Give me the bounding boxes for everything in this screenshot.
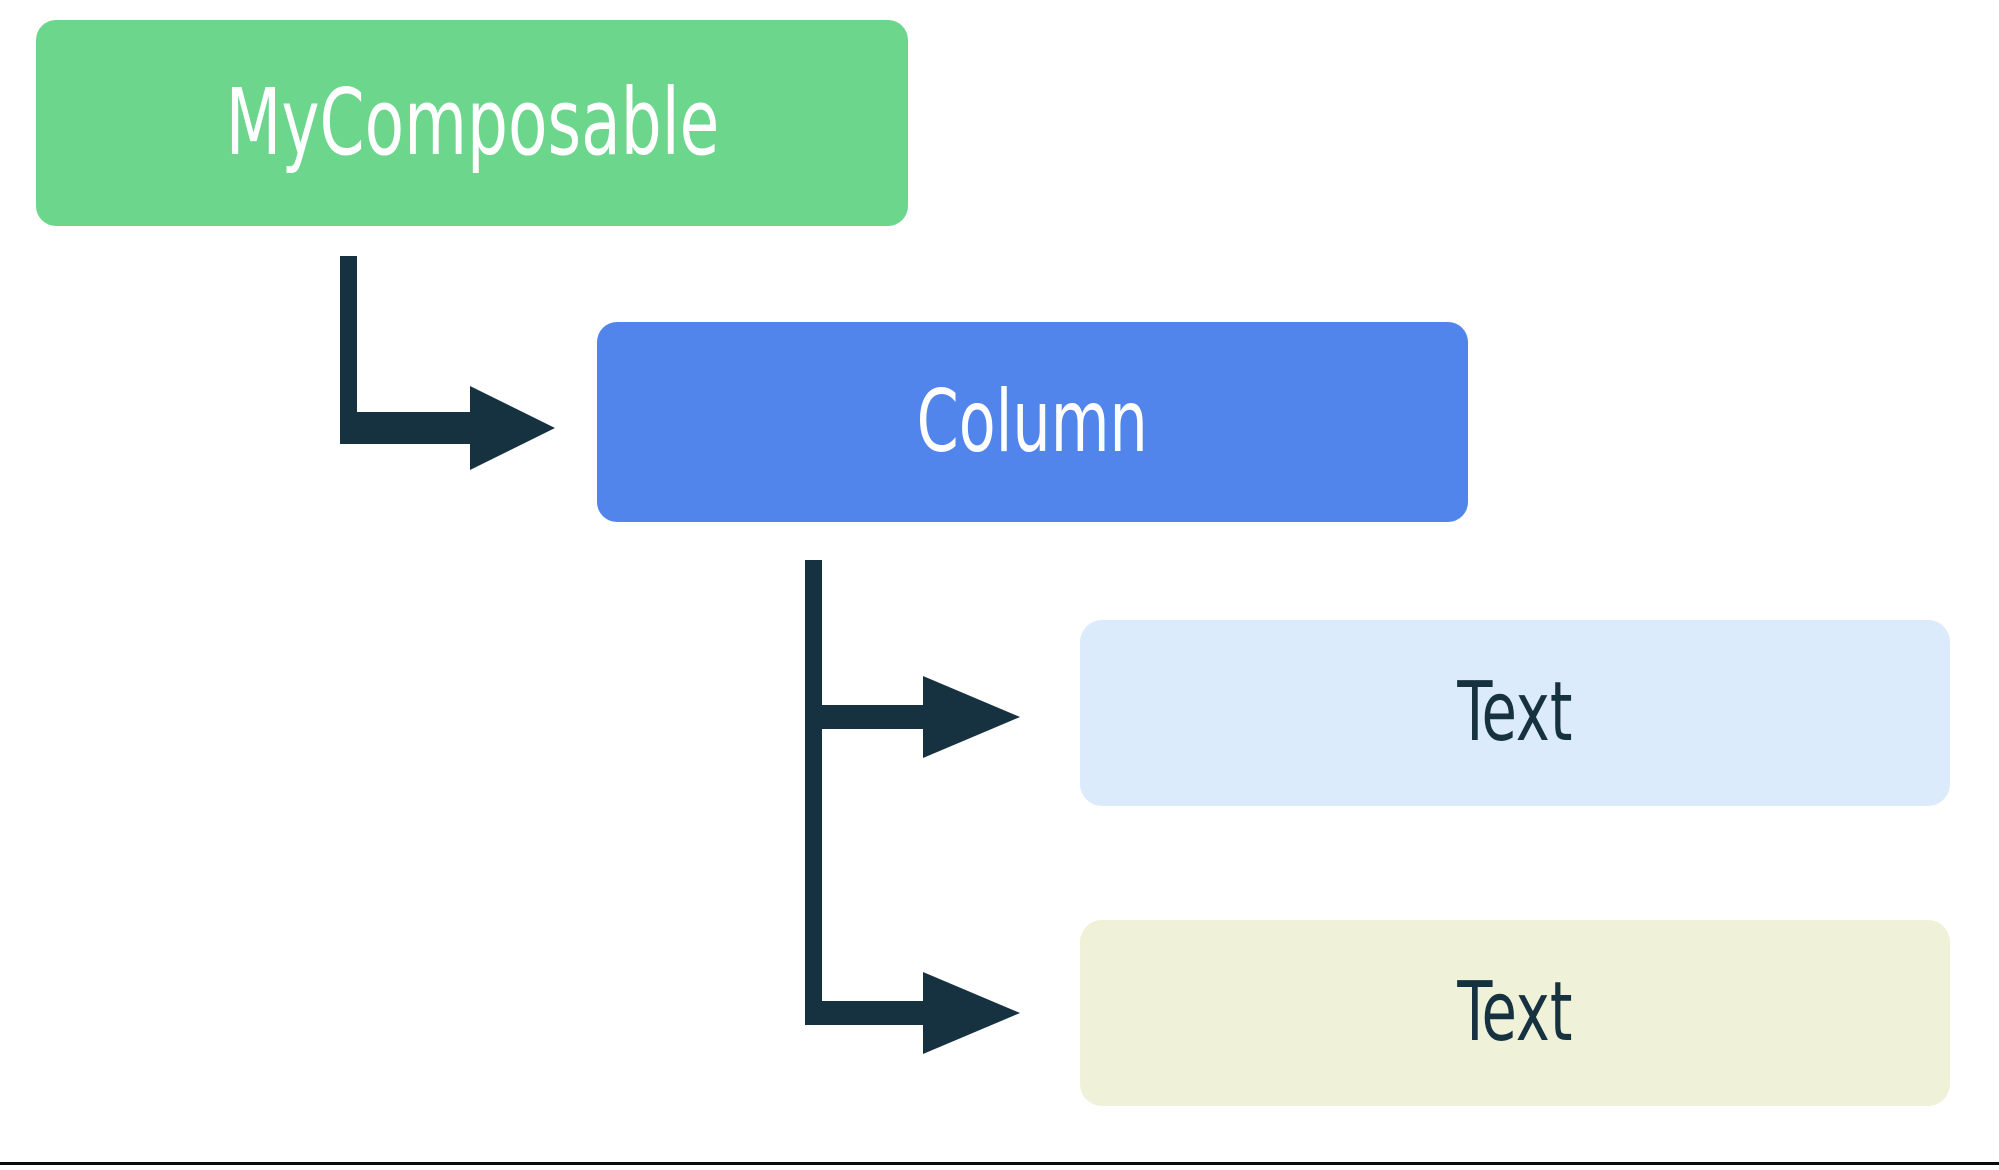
- bottom-rule-divider: [0, 1162, 1999, 1165]
- node-text-2[interactable]: Text: [1080, 920, 1950, 1106]
- edge-column-to-text-2: [805, 560, 1020, 1054]
- node-column-label: Column: [916, 372, 1149, 472]
- edge-mycomposable-to-column: [340, 256, 555, 470]
- node-mycomposable-label: MyComposable: [225, 69, 719, 176]
- node-column[interactable]: Column: [597, 322, 1468, 522]
- node-text-1-label: Text: [1457, 665, 1573, 760]
- node-text-1[interactable]: Text: [1080, 620, 1950, 806]
- node-mycomposable[interactable]: MyComposable: [36, 20, 908, 226]
- edge-column-to-text-1: [805, 560, 1020, 758]
- node-text-2-label: Text: [1457, 965, 1573, 1060]
